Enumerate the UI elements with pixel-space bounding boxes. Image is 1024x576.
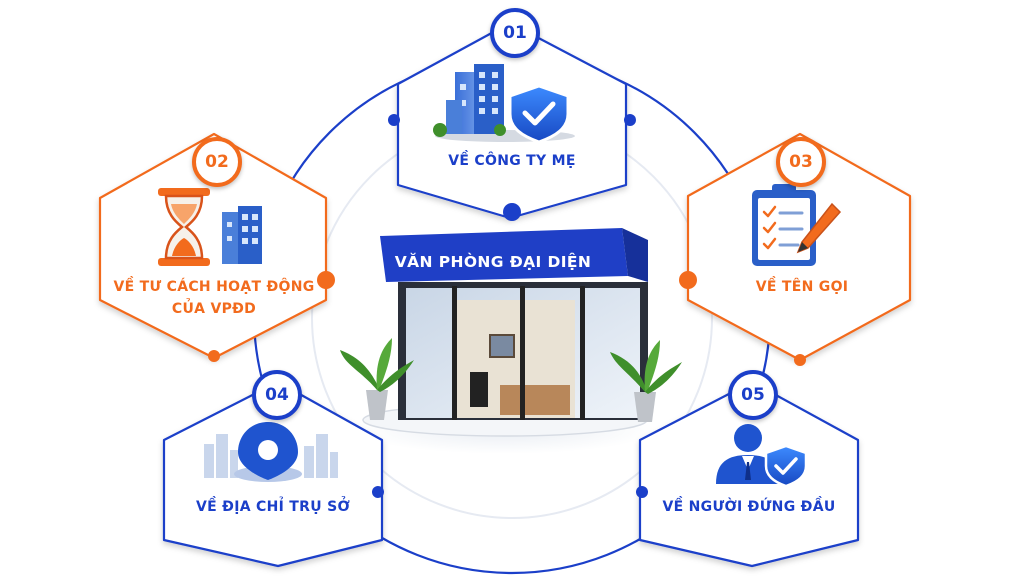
hourglass-building-icon xyxy=(158,188,262,266)
connector-dot xyxy=(503,203,521,221)
node-01-label: VỀ CÔNG TY MẸ xyxy=(448,153,576,169)
center-sign-title: VĂN PHÒNG ĐẠI DIỆN xyxy=(394,253,592,271)
node-01-badge: 01 xyxy=(490,8,540,58)
node-05-label: VỀ NGƯỜI ĐỨNG ĐẦU xyxy=(662,499,836,515)
clipboard-checklist-icon xyxy=(752,184,842,266)
building-shield-icon xyxy=(433,64,575,144)
connector-dot xyxy=(372,486,384,498)
connector-dot xyxy=(624,114,636,126)
node-04-label: VỀ ĐỊA CHỈ TRỤ SỞ xyxy=(196,499,350,515)
node-02-badge: 02 xyxy=(192,137,242,187)
node-02-label: VỀ TƯ CÁCH HOẠT ĐỘNG CỦA VPĐD xyxy=(113,279,315,317)
connector-dot xyxy=(636,486,648,498)
node-05-badge: 05 xyxy=(728,370,778,420)
location-pin-icon xyxy=(204,422,338,482)
connector-dot xyxy=(208,350,220,362)
node-03-label: VỀ TÊN GỌI xyxy=(755,279,849,295)
connector-dot xyxy=(679,271,697,289)
connector-dot xyxy=(317,271,335,289)
plant-right-illustration xyxy=(610,340,682,422)
plant-left-illustration xyxy=(340,338,414,420)
person-shield-icon xyxy=(716,424,808,488)
node-03-badge: 03 xyxy=(776,137,826,187)
office-storefront-illustration xyxy=(380,228,648,420)
connector-dot xyxy=(388,114,400,126)
connector-dot xyxy=(794,354,806,366)
node-04-badge: 04 xyxy=(252,370,302,420)
